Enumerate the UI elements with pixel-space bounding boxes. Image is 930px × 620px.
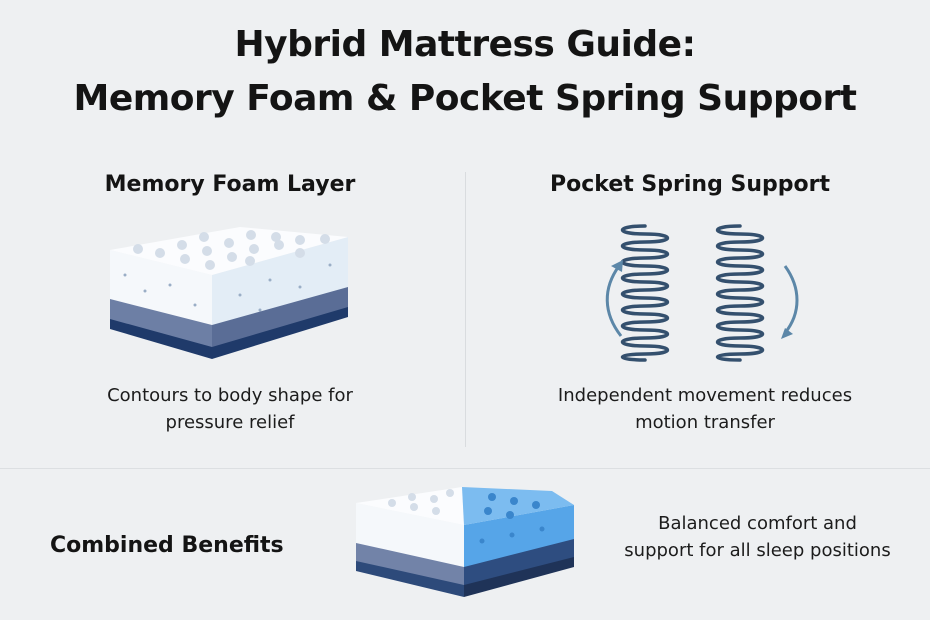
combined-benefits-caption: Balanced comfort and support for all sle…: [610, 510, 905, 564]
motion-arrow-icon: [605, 265, 799, 337]
title-line-1: Hybrid Mattress Guide:: [234, 24, 696, 65]
caption-line: motion transfer: [635, 412, 775, 433]
memory-foam-illustration: [110, 227, 348, 359]
caption-line: pressure relief: [165, 412, 295, 433]
horizontal-divider: [0, 468, 930, 469]
memory-foam-caption: Contours to body shape for pressure reli…: [60, 382, 400, 436]
title-line-2: Memory Foam & Pocket Spring Support: [73, 78, 857, 119]
pocket-spring-illustration: [605, 224, 799, 362]
pocket-spring-heading: Pocket Spring Support: [550, 172, 830, 197]
caption-line: support for all sleep positions: [624, 540, 891, 561]
combined-benefits-heading: Combined Benefits: [50, 533, 284, 558]
caption-line: Balanced comfort and: [658, 513, 857, 534]
memory-foam-heading: Memory Foam Layer: [104, 172, 356, 197]
caption-line: Independent movement reduces: [557, 385, 853, 406]
caption-line: Contours to body shape for: [107, 385, 353, 406]
hybrid-mattress-illustration: [356, 487, 574, 597]
pocket-spring-caption: Independent movement reduces motion tran…: [520, 382, 890, 436]
vertical-divider: [465, 172, 466, 447]
spring-icon: [621, 224, 764, 362]
